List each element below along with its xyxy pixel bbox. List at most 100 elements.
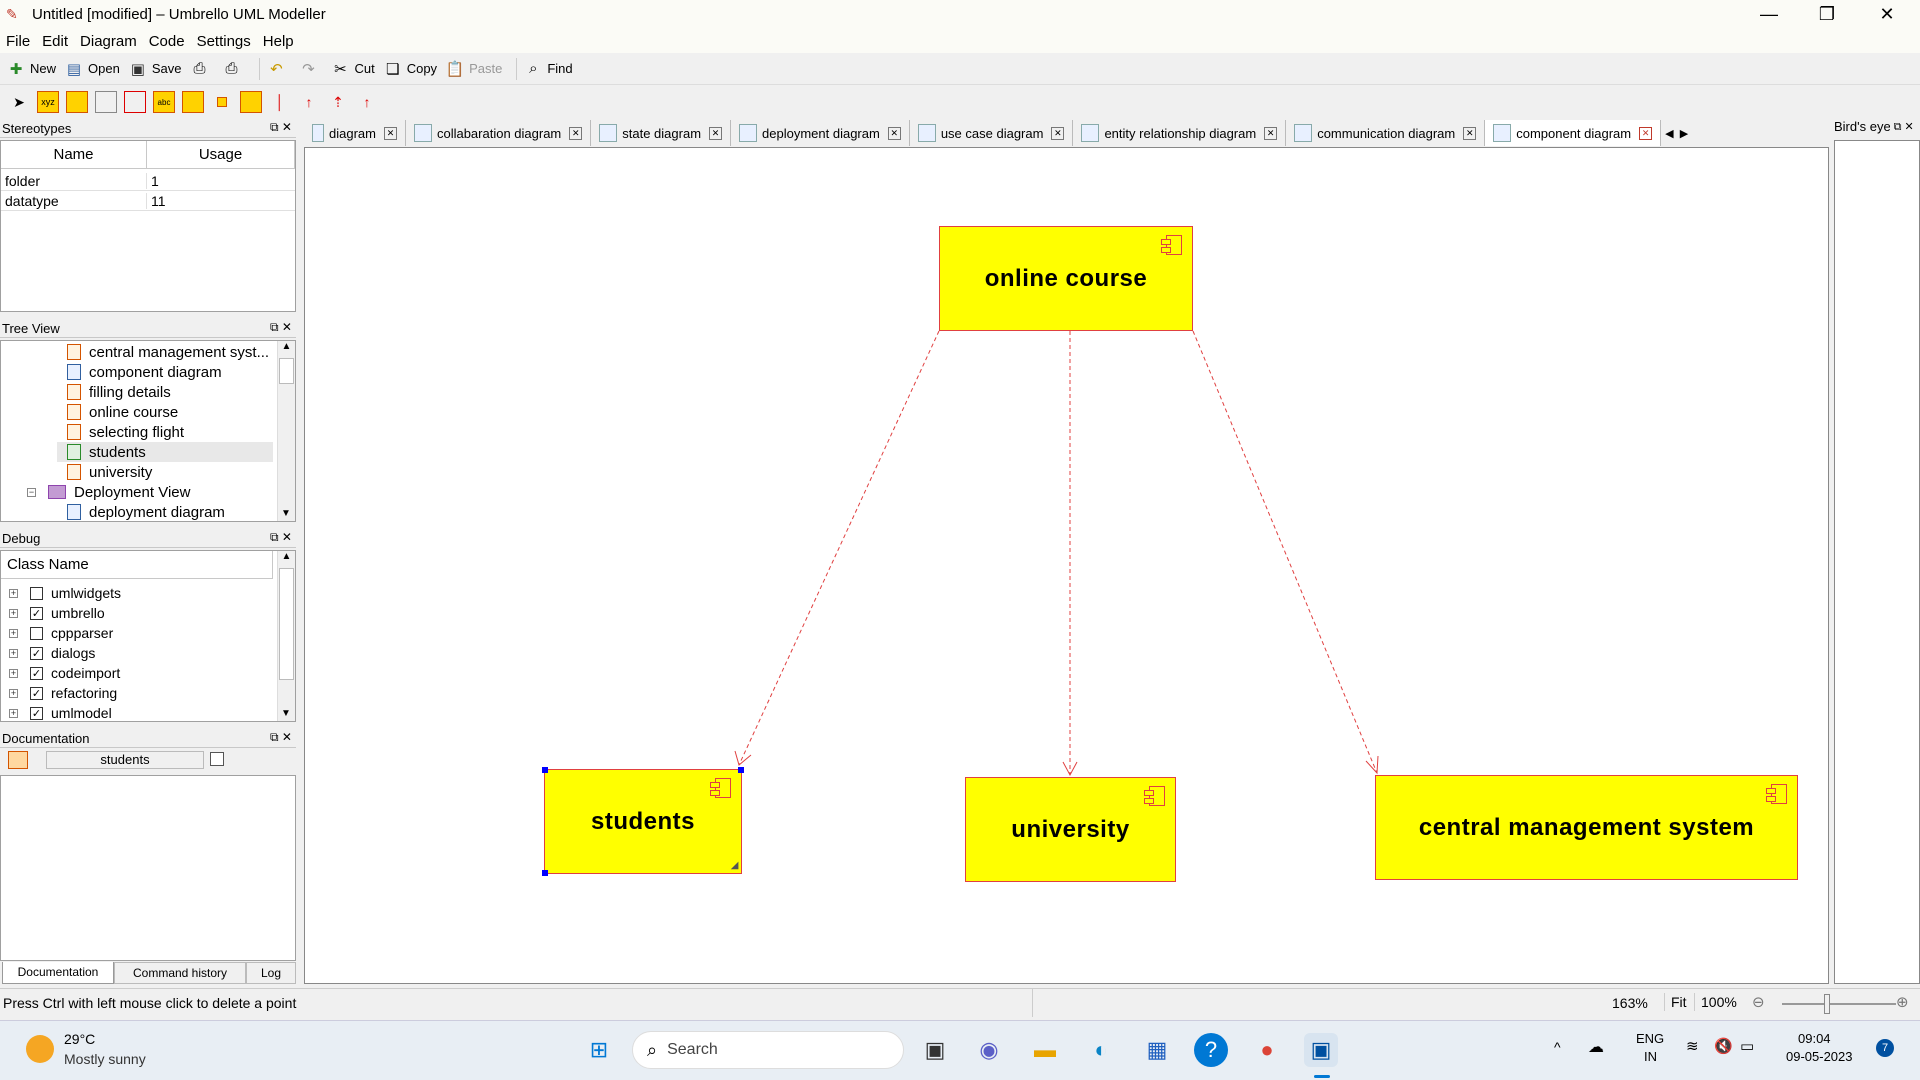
help-icon[interactable]: ?	[1194, 1033, 1228, 1067]
print-button[interactable]: ⎙	[189, 59, 213, 79]
menu-code[interactable]: Code	[148, 32, 185, 50]
save-button[interactable]: ▣Save	[128, 59, 182, 79]
dock-float-close-icon[interactable]: ⧉ ✕	[270, 730, 292, 744]
association-tool-icon[interactable]: │	[275, 94, 285, 110]
debug-scrollbar[interactable]: ▲ ▼	[277, 551, 295, 721]
dock-float-close-icon[interactable]: ⧉ ✕	[1893, 121, 1914, 133]
close-tab-icon[interactable]: ✕	[383, 126, 397, 140]
edge-browser-icon[interactable]: ◐	[1094, 1037, 1108, 1062]
debug-row[interactable]: +✓umbrello	[9, 605, 105, 621]
tab-log[interactable]: Log	[246, 962, 296, 984]
tab-documentation[interactable]: Documentation	[2, 962, 114, 984]
restore-button[interactable]: ❐	[1798, 0, 1856, 29]
close-tab-icon[interactable]: ✕	[1264, 126, 1278, 140]
component-university[interactable]: university	[965, 777, 1176, 882]
tree-item[interactable]: central management syst...	[67, 342, 269, 362]
debug-checkbox[interactable]: ✓	[30, 646, 43, 660]
scroll-thumb[interactable]	[279, 568, 294, 680]
clock-date[interactable]: 09-05-2023	[1786, 1049, 1853, 1064]
tab-communication-diagram[interactable]: communication diagram✕	[1286, 120, 1486, 146]
scroll-thumb[interactable]	[279, 358, 294, 384]
tab-scroll-arrows[interactable]: ◀ ▶	[1661, 120, 1692, 146]
wifi-icon[interactable]: ≋	[1686, 1038, 1699, 1055]
dock-float-close-icon[interactable]: ⧉ ✕	[270, 320, 292, 334]
expand-icon[interactable]: +	[9, 587, 18, 598]
tab-entity-relationship-diagram[interactable]: entity relationship diagram✕	[1073, 120, 1287, 146]
tree-item[interactable]: online course	[67, 402, 178, 422]
find-button[interactable]: ⌕Find	[523, 59, 573, 79]
tray-overflow-icon[interactable]: ^	[1554, 1039, 1561, 1055]
copy-button[interactable]: ❏Copy	[383, 59, 437, 79]
fit-button[interactable]: Fit	[1664, 993, 1693, 1011]
tab-state-diagram[interactable]: state diagram✕	[591, 120, 732, 146]
zoom-in-icon[interactable]: ⊕	[1896, 994, 1909, 1011]
tab-diagram[interactable]: diagram✕	[304, 120, 406, 146]
dependency-arrow-icon[interactable]: ↑	[305, 94, 313, 110]
zoom-out-icon[interactable]: ⊖	[1752, 994, 1765, 1011]
cut-button[interactable]: ✂Cut	[330, 59, 375, 79]
file-explorer-icon[interactable]: ▬	[1034, 1037, 1056, 1062]
task-view-icon[interactable]: ▣	[924, 1037, 946, 1062]
dependency-online-to-central[interactable]	[1192, 330, 1378, 774]
redo-button[interactable]: ↷	[298, 59, 322, 79]
component-central-management-system[interactable]: central management system	[1375, 775, 1798, 880]
paste-button[interactable]: 📋Paste	[445, 60, 503, 78]
teams-chat-icon[interactable]: ◉	[979, 1037, 999, 1062]
debug-checkbox[interactable]	[30, 586, 43, 600]
debug-checkbox[interactable]	[30, 626, 43, 640]
zoom-slider-handle[interactable]	[1824, 994, 1830, 1014]
expand-icon[interactable]: +	[9, 707, 18, 718]
interface-tool-icon[interactable]	[182, 91, 204, 113]
expand-icon[interactable]: +	[9, 667, 18, 678]
volume-muted-icon[interactable]: 🔇	[1714, 1038, 1733, 1055]
debug-row[interactable]: +✓dialogs	[9, 645, 96, 661]
umbrello-taskbar-icon[interactable]: ▣	[1304, 1033, 1338, 1067]
tab-scroll-left-icon[interactable]: ◀	[1665, 127, 1674, 140]
expand-icon[interactable]: +	[9, 687, 18, 698]
table-row[interactable]: datatype 11	[1, 191, 295, 211]
microsoft-store-icon[interactable]: ▦	[1146, 1037, 1168, 1062]
expand-icon[interactable]: +	[9, 607, 18, 618]
documentation-textarea[interactable]	[0, 775, 296, 961]
close-tab-icon[interactable]: ✕	[1639, 126, 1653, 140]
scroll-up-icon[interactable]: ▲	[281, 341, 292, 352]
component-students[interactable]: students ◢	[542, 767, 744, 876]
open-button[interactable]: ▤Open	[64, 59, 120, 79]
weather-sun-icon[interactable]	[26, 1035, 54, 1063]
menu-file[interactable]: File	[6, 32, 31, 50]
debug-row[interactable]: +✓refactoring	[9, 685, 118, 701]
close-button[interactable]: ✕	[1858, 0, 1916, 29]
scroll-down-icon[interactable]: ▼	[281, 708, 291, 719]
artifact-tool-icon[interactable]: abc	[153, 91, 175, 113]
column-class-name[interactable]: Class Name	[1, 551, 273, 579]
text-line-icon[interactable]: xyz	[37, 91, 59, 113]
expand-icon[interactable]: +	[9, 627, 18, 638]
collapse-icon[interactable]: −	[27, 486, 36, 497]
close-tab-icon[interactable]: ✕	[1463, 126, 1477, 140]
tab-deployment-diagram[interactable]: deployment diagram✕	[731, 120, 910, 146]
generalization-arrow-icon[interactable]: ↑	[363, 94, 371, 110]
debug-row[interactable]: +umlwidgets	[9, 585, 122, 601]
tree-item[interactable]: selecting flight	[67, 422, 184, 442]
scroll-up-icon[interactable]: ▲	[281, 551, 292, 562]
tree-item[interactable]: deployment diagram	[67, 502, 225, 521]
selection-handle[interactable]	[738, 767, 744, 773]
component-online-course[interactable]: online course	[939, 226, 1193, 331]
select-arrow-icon[interactable]: ➤	[13, 93, 25, 110]
folder-tool-icon[interactable]	[240, 91, 262, 113]
close-tab-icon[interactable]: ✕	[709, 126, 723, 140]
tree-folder[interactable]: −Deployment View	[27, 483, 191, 501]
tab-collabaration-diagram[interactable]: collabaration diagram✕	[406, 120, 592, 146]
table-row[interactable]: folder 1	[1, 171, 295, 191]
selection-handle[interactable]	[542, 767, 548, 773]
debug-row[interactable]: +cppparser	[9, 625, 114, 641]
note-tool-icon[interactable]	[95, 91, 117, 113]
close-tab-icon[interactable]: ✕	[1051, 126, 1065, 140]
tree-item[interactable]: component diagram	[67, 362, 222, 382]
dock-float-close-icon[interactable]: ⧉ ✕	[270, 120, 292, 134]
weather-desc[interactable]: Mostly sunny	[64, 1051, 146, 1067]
chrome-icon[interactable]: ●	[1260, 1037, 1274, 1062]
column-name[interactable]: Name	[1, 141, 147, 169]
tree-item[interactable]: filling details	[67, 382, 171, 402]
menu-edit[interactable]: Edit	[42, 32, 69, 50]
